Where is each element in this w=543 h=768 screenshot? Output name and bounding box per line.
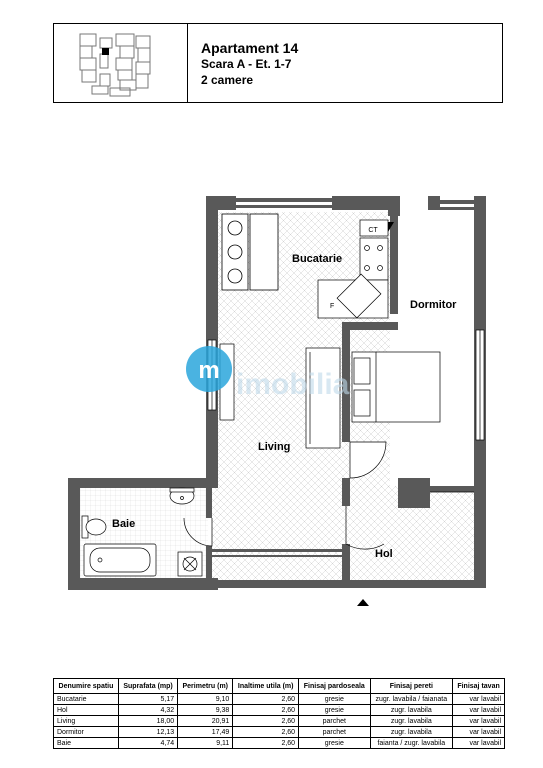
col-header: Finisaj pereti [369,678,454,694]
table-row: Living 18,00 20,91 2,60 parchet zugr. la… [53,715,505,727]
fridge-label: F [330,303,334,310]
room-label-dormitor: Dormitor [410,299,457,311]
table-cell: gresie [298,693,371,705]
watermark: m imobilia [186,346,350,401]
table-cell: 2,60 [232,704,300,716]
table-cell: zugr. lavabila [369,715,454,727]
table-cell: Dormitor [53,726,119,738]
table-cell: var lavabil [452,726,505,738]
table-cell: Baie [53,737,119,749]
col-header: Finisaj pardoseala [298,678,371,694]
apartment-title: Apartament 14 [201,40,299,56]
table-cell: var lavabil [452,715,505,727]
bedroom-window [475,329,485,441]
doors [183,441,474,550]
table-cell: var lavabil [452,737,505,749]
room-label-bucatarie: Bucatarie [292,253,342,265]
table-cell: zugr. lavabila / faianata [369,693,454,705]
watermark-text: imobilia [236,368,350,401]
apartment-rooms: 2 camere [201,73,254,87]
table-cell: 9,38 [177,704,234,716]
table-cell: 2,60 [232,715,300,727]
bed [351,351,441,423]
entrance-arrow-icon [357,599,369,606]
living-lower-floor [212,488,344,588]
table-cell: 20,91 [177,715,234,727]
table-cell: 9,11 [177,737,234,749]
col-header: Inaltime utila (m) [232,678,300,694]
table-cell: zugr. lavabila [369,704,454,716]
title-block: Apartament 14 Scara A - Et. 1-7 2 camere [201,40,298,88]
table-cell: 2,60 [232,726,300,738]
watermark-logo-glyph: m [198,357,219,384]
boiler-marker-icon [388,222,394,232]
table-cell: 2,60 [232,737,300,749]
kitchen-stove [317,237,389,319]
table-cell: 2,60 [232,693,300,705]
table-cell: 9,10 [177,693,234,705]
table-cell: 18,00 [117,715,179,727]
col-header: Finisaj tavan [452,678,505,694]
table-row: Baie 4,74 9,11 2,60 gresie faianta / zug… [53,737,505,749]
table-row: Bucatarie 5,17 9,10 2,60 gresie zugr. la… [53,693,505,705]
boiler-label: CT [368,227,378,234]
kitchen-counter [221,213,279,291]
table-cell: zugr. lavabila [369,726,454,738]
table-cell: var lavabil [452,693,505,705]
walls [68,196,486,590]
table-cell: 5,17 [117,693,179,705]
table-cell: 4,74 [117,737,179,749]
table-cell: Bucatarie [53,693,119,705]
col-header: Perimetru (m) [177,678,234,694]
table-cell: Living [53,715,119,727]
apartment-subtitle: Scara A - Et. 1-7 [201,57,292,71]
table-header-row: Denumire spatiu Suprafata (mp) Perimetru… [53,678,505,694]
room-label-baie: Baie [112,518,135,530]
apartment-marker [102,48,109,55]
table-cell: var lavabil [452,704,505,716]
header-box: Apartament 14 Scara A - Et. 1-7 2 camere [53,23,503,103]
table-cell: Hol [53,704,119,716]
table-cell: 17,49 [177,726,234,738]
table-row: Hol 4,32 9,38 2,60 gresie zugr. lavabila… [53,704,505,716]
table-cell: parchet [298,715,371,727]
header-divider [187,24,188,102]
col-header: Suprafata (mp) [117,678,179,694]
room-spec-table: Denumire spatiu Suprafata (mp) Perimetru… [53,678,505,749]
room-label-living: Living [258,441,290,453]
watermark-logo-icon [186,346,232,392]
table-cell: gresie [298,704,371,716]
col-header: Denumire spatiu [53,678,119,694]
table-cell: gresie [298,737,371,749]
table-cell: faianta / zugr. lavabila [369,737,454,749]
table-cell: parchet [298,726,371,738]
table-cell: 12,13 [117,726,179,738]
table-row: Dormitor 12,13 17,49 2,60 parchet zugr. … [53,726,505,738]
building-key-plan-icon [79,33,151,97]
table-cell: 4,32 [117,704,179,716]
bathroom-fixtures [81,487,203,577]
room-label-hol: Hol [375,548,393,560]
